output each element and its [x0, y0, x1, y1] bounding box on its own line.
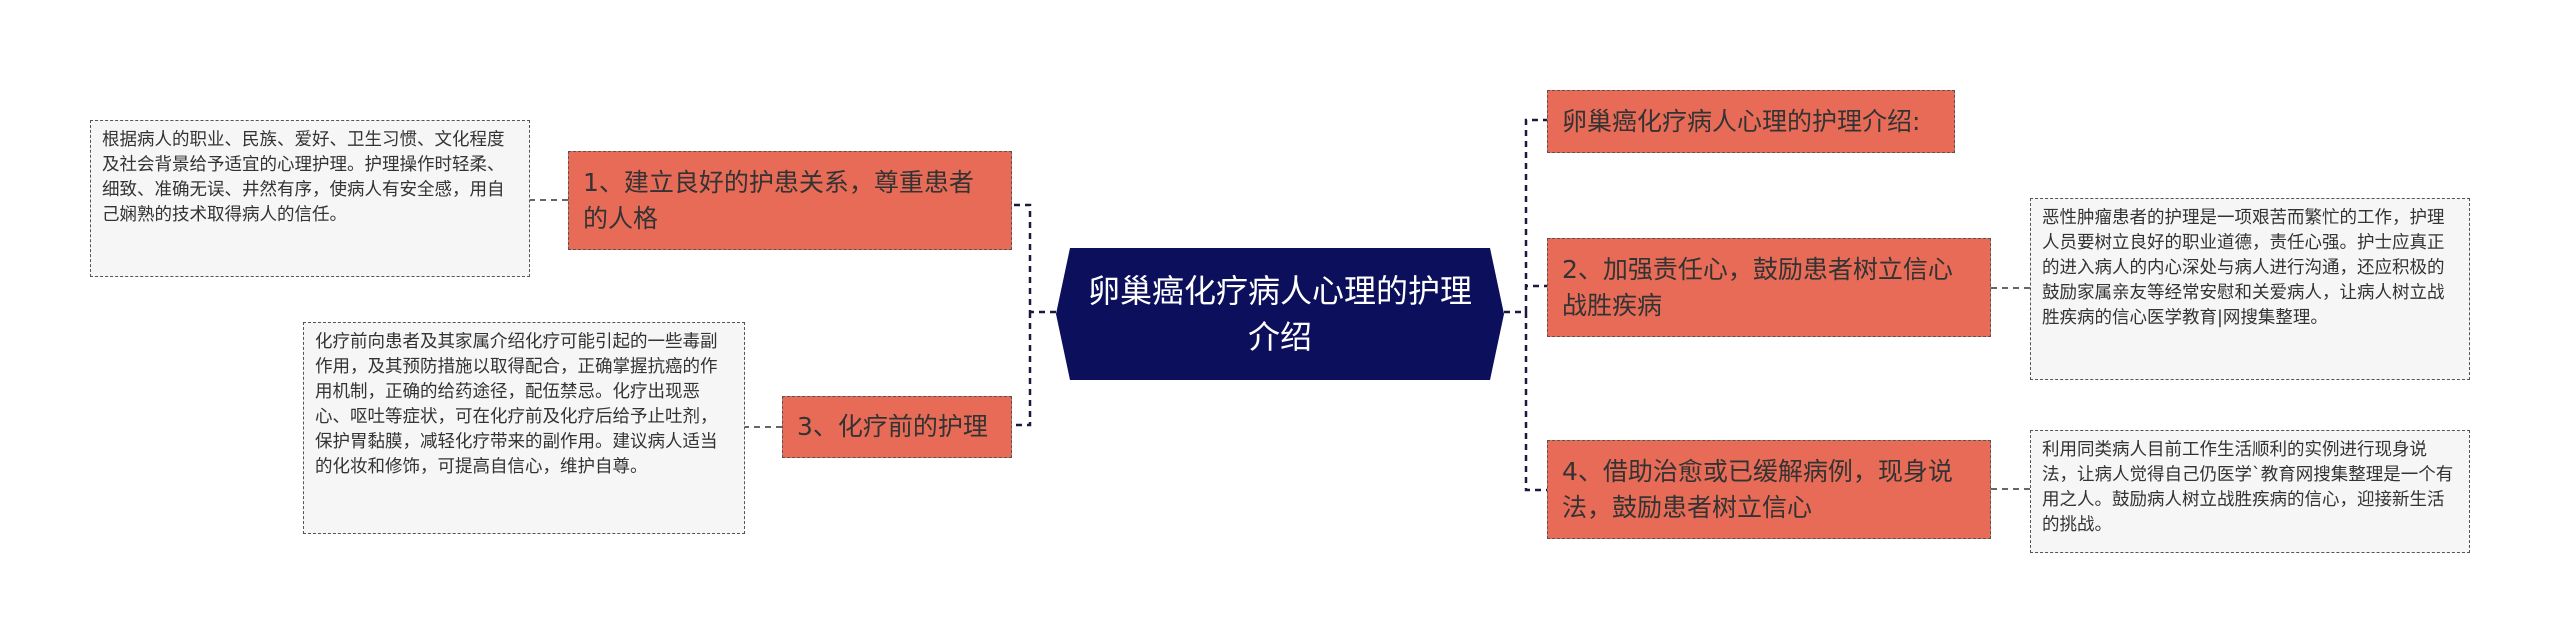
- detail-node-2-text: 恶性肿瘤患者的护理是一项艰苦而繁忙的工作，护理人员要树立良好的职业道德，责任心强…: [2042, 208, 2445, 328]
- detail-node-1[interactable]: 根据病人的职业、民族、爱好、卫生习惯、文化程度及社会背景给予适宜的心理护理。护理…: [90, 120, 530, 277]
- link-root-right: [1504, 118, 1547, 492]
- topic-node-2[interactable]: 2、加强责任心，鼓励患者树立信心战胜疾病: [1547, 238, 1991, 337]
- topic-node-4-label: 4、借助治愈或已缓解病例，现身说法，鼓励患者树立信心: [1562, 456, 1953, 522]
- detail-node-4[interactable]: 利用同类病人目前工作生活顺利的实例进行现身说法，让病人觉得自己仍医学`教育网搜集…: [2030, 430, 2470, 553]
- root-node[interactable]: 卵巢癌化疗病人心理的护理介绍: [1056, 248, 1504, 380]
- detail-node-2[interactable]: 恶性肿瘤患者的护理是一项艰苦而繁忙的工作，护理人员要树立良好的职业道德，责任心强…: [2030, 198, 2470, 380]
- topic-node-3-label: 3、化疗前的护理: [797, 412, 988, 441]
- detail-node-3-text: 化疗前向患者及其家属介绍化疗可能引起的一些毒副作用，及其预防措施以取得配合，正确…: [315, 332, 718, 477]
- detail-node-4-text: 利用同类病人目前工作生活顺利的实例进行现身说法，让病人觉得自己仍医学`教育网搜集…: [2042, 440, 2454, 535]
- topic-node-2-label: 2、加强责任心，鼓励患者树立信心战胜疾病: [1562, 254, 1953, 320]
- topic-node-intro[interactable]: 卵巢癌化疗病人心理的护理介绍:: [1547, 90, 1955, 153]
- topic-node-1[interactable]: 1、建立良好的护患关系，尊重患者的人格: [568, 151, 1012, 250]
- detail-node-1-text: 根据病人的职业、民族、爱好、卫生习惯、文化程度及社会背景给予适宜的心理护理。护理…: [102, 130, 505, 225]
- topic-node-3[interactable]: 3、化疗前的护理: [782, 396, 1012, 458]
- detail-node-3[interactable]: 化疗前向患者及其家属介绍化疗可能引起的一些毒副作用，及其预防措施以取得配合，正确…: [303, 322, 745, 534]
- root-node-label: 卵巢癌化疗病人心理的护理介绍: [1087, 272, 1472, 356]
- topic-node-intro-label: 卵巢癌化疗病人心理的护理介绍:: [1562, 106, 1921, 136]
- topic-node-1-label: 1、建立良好的护患关系，尊重患者的人格: [583, 167, 974, 233]
- link-root-left: [1012, 203, 1056, 427]
- topic-node-4[interactable]: 4、借助治愈或已缓解病例，现身说法，鼓励患者树立信心: [1547, 440, 1991, 539]
